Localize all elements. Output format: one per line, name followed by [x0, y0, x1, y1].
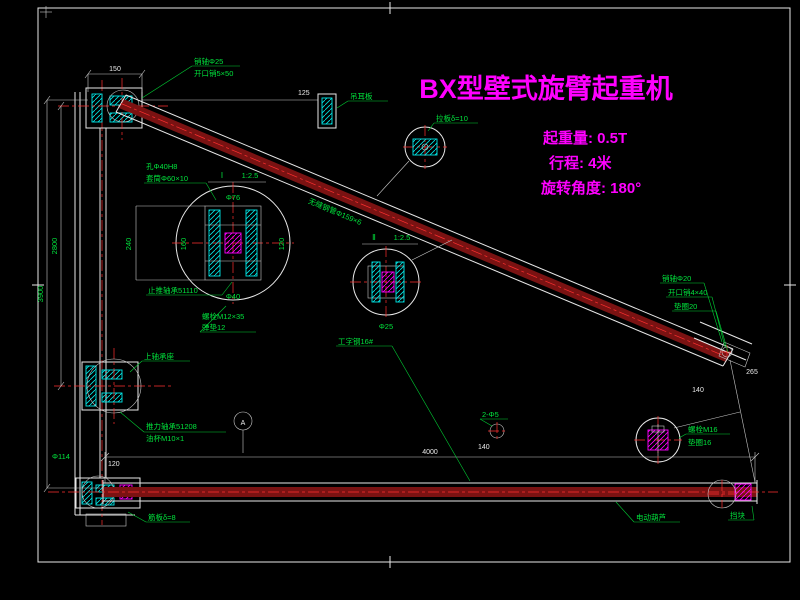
bolt-dim-140: 140 — [478, 444, 490, 451]
arm-end-bracket — [693, 321, 756, 483]
detail1-dim-top: Φ76 — [226, 193, 240, 202]
jib-arm — [115, 94, 734, 367]
detail-view-clamp — [634, 411, 741, 464]
dim-pipe-left: Φ114 — [52, 452, 70, 461]
dim-span: 4000 — [422, 449, 438, 456]
arm-end-note-1: 销轴Φ20 — [662, 273, 691, 283]
mid-hinge-bracket — [54, 348, 172, 424]
top-pin-note-1: 销轴Φ25 — [194, 56, 223, 66]
detail1-dim-right: 120 — [277, 238, 286, 251]
tie-rod-lug — [142, 93, 337, 129]
spec-rotation: 旋转角度: 180° — [540, 179, 641, 197]
lug-note: 吊耳板 — [350, 91, 373, 101]
top-pin-note-2: 开口销5×50 — [194, 68, 233, 78]
detail-view-1 — [135, 181, 294, 304]
hoist-note: 电动葫芦 — [636, 512, 666, 522]
spec-capacity: 起重量: 0.5T — [542, 129, 627, 147]
detail-view-2 — [350, 239, 453, 318]
detail-circle-mid-pin — [86, 358, 142, 414]
balloon-a-label: A — [241, 420, 246, 427]
dim-top: 150 — [109, 66, 121, 73]
detail1-note-1: 孔Φ40H8 — [146, 162, 177, 171]
dimension-lines — [43, 69, 760, 493]
detail1-dim-240: 240 — [124, 238, 133, 251]
drawing-title: BX型壁式旋臂起重机 — [419, 74, 673, 104]
bolt-note: 2-Φ5 — [482, 410, 499, 419]
detail1-dim-bottom: Φ40 — [226, 292, 240, 301]
bottom-beam — [48, 479, 778, 509]
detail2-dim: Φ25 — [379, 322, 393, 331]
detail1-note-4: 螺栓M12×35 — [202, 311, 244, 321]
detail1-scale: 1:2.5 — [242, 171, 259, 180]
leader-lines — [119, 65, 755, 523]
hanger-rod — [729, 359, 756, 483]
detail1-note-3: 止推轴承51110 — [148, 285, 198, 295]
detail1-dim-left: 160 — [179, 238, 188, 251]
detail2-label: Ⅱ — [372, 233, 376, 242]
dim-total-height: 3900 — [36, 286, 45, 303]
base-note: 筋板δ=8 — [148, 512, 176, 522]
section-balloon-a — [233, 411, 253, 453]
dim-hinge-spacing: 2800 — [50, 238, 59, 255]
mid-bracket-note-2: 推力轴承51208 — [146, 421, 197, 431]
mid-bracket-note-3: 油杯M10×1 — [146, 433, 184, 443]
detail-bolt — [488, 422, 506, 440]
stop-block-note: 挡块 — [730, 510, 745, 520]
clamp-note-2: 垫圈16 — [688, 437, 711, 447]
rod-joint-note: 拉板δ=10 — [436, 113, 468, 123]
wall-column — [74, 80, 135, 527]
beam-spec: 工字钢16# — [338, 336, 374, 346]
detail-view-rod-joint — [376, 125, 447, 197]
arm-end-note-3: 垫圈20 — [674, 301, 697, 311]
detail1-note-5: 弹垫12 — [202, 322, 225, 332]
dim-265: 265 — [746, 369, 758, 376]
dim-125: 125 — [298, 90, 310, 97]
dim-120: 120 — [108, 461, 120, 468]
drawing-border — [32, 2, 796, 568]
dim-rod-140: 140 — [692, 387, 704, 394]
clamp-note-1: 螺栓M16 — [688, 424, 718, 434]
detail2-scale: 1:2.5 — [394, 233, 411, 242]
spec-travel: 行程: 4米 — [548, 154, 613, 172]
detail1-label: Ⅰ — [221, 171, 223, 180]
mid-bracket-note-1: 上轴承座 — [144, 351, 174, 361]
detail1-note-2: 套筒Φ60×10 — [146, 173, 188, 183]
arm-end-note-2: 开口销4×40 — [668, 287, 707, 297]
